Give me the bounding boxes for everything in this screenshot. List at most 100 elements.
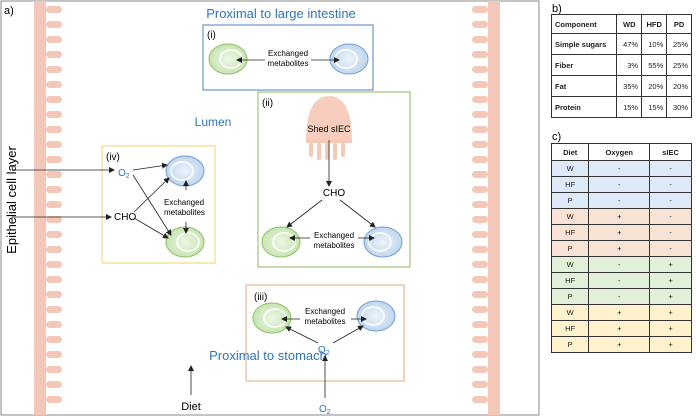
wall-band <box>488 1 500 415</box>
box-ii-shed-label: Shed sIEC <box>307 124 351 134</box>
villus <box>46 81 62 88</box>
table-cell: 25% <box>666 33 692 55</box>
table-cell: 55% <box>641 54 668 76</box>
table-cell: P <box>550 336 590 353</box>
box-ii-label: (ii) <box>262 98 273 109</box>
table-cell: + <box>588 224 651 241</box>
villus <box>46 21 62 28</box>
villus <box>472 111 488 118</box>
villus <box>46 66 62 73</box>
table-row: W++ <box>550 304 692 321</box>
table-row: W-+ <box>550 256 692 273</box>
table-header: Component <box>550 14 618 34</box>
villus <box>46 246 62 253</box>
table-cell: - <box>649 240 692 257</box>
villus <box>46 366 62 373</box>
table-cell: 15% <box>641 96 668 118</box>
table-cell: Fat <box>550 75 618 97</box>
villus <box>46 201 62 208</box>
villus <box>472 66 488 73</box>
box-ii <box>257 91 411 268</box>
bottom-location-label: Proximal to stomach <box>209 348 327 363</box>
villus <box>472 6 488 13</box>
table-cell: 25% <box>666 54 692 76</box>
wall-band <box>34 1 46 415</box>
table-row: HF-- <box>550 176 692 193</box>
villus <box>472 261 488 268</box>
box-iii-o2-label: O2 <box>318 345 330 357</box>
table-cell: Fiber <box>550 54 618 76</box>
villus <box>472 36 488 43</box>
villus <box>472 51 488 58</box>
villus <box>472 321 488 328</box>
villus <box>472 216 488 223</box>
table-cell: W <box>550 160 590 177</box>
table-header: sIEC <box>649 143 692 161</box>
table-cell: - <box>649 160 692 177</box>
table-cell: - <box>588 272 651 289</box>
table-cell: - <box>649 224 692 241</box>
table-row: W+- <box>550 208 692 225</box>
table-cell: + <box>649 272 692 289</box>
panel-a-frame <box>0 0 540 416</box>
right-epithelial-wall <box>472 1 500 415</box>
box-ii-text-1: Exchanged <box>314 231 354 240</box>
table-header: Oxygen <box>588 143 651 161</box>
table-row: W-- <box>550 160 692 177</box>
table-row: P-- <box>550 192 692 209</box>
villus <box>46 396 62 403</box>
villus <box>46 6 62 13</box>
table-cell: - <box>649 208 692 225</box>
table-row: P+- <box>550 240 692 257</box>
table-cell: P <box>550 192 590 209</box>
table-header: Diet <box>550 143 590 161</box>
table-cell: 10% <box>641 33 668 55</box>
box-ii-cho-label: CHO <box>323 188 345 199</box>
table-cell: 3% <box>616 54 643 76</box>
table-row: P-+ <box>550 288 692 305</box>
table-cell: + <box>649 320 692 337</box>
villus <box>46 231 62 238</box>
villus <box>46 186 62 193</box>
diet-label: Diet <box>181 401 201 413</box>
table-cell: HF <box>550 320 590 337</box>
box-iii-label: (iii) <box>254 292 267 303</box>
villus <box>46 306 62 313</box>
villus <box>46 171 62 178</box>
table-cell: + <box>588 304 651 321</box>
table-cell: + <box>649 336 692 353</box>
panel-c-label: c) <box>552 131 561 143</box>
villus <box>472 126 488 133</box>
box-i-label: (i) <box>207 30 216 41</box>
table-cell: + <box>588 208 651 225</box>
panel-a-label: a) <box>4 5 14 17</box>
table-cell: + <box>649 304 692 321</box>
epithelial-layer-label: Epithelial cell layer <box>4 146 19 254</box>
lumen-label: Lumen <box>195 115 232 129</box>
villus <box>472 381 488 388</box>
villus <box>472 201 488 208</box>
villus <box>472 306 488 313</box>
box-iv-text-2: metabolites <box>164 208 205 217</box>
table-cell: P <box>550 288 590 305</box>
table-cell: + <box>649 256 692 273</box>
bottom-o2-label: O2 <box>319 404 331 416</box>
box-iv-o2-label: O2 <box>118 168 130 180</box>
villus <box>46 276 62 283</box>
table-row: HF++ <box>550 320 692 337</box>
table-row: HF-+ <box>550 272 692 289</box>
villus <box>472 396 488 403</box>
villus <box>472 351 488 358</box>
villus <box>46 321 62 328</box>
villus <box>46 36 62 43</box>
table-cell: - <box>588 176 651 193</box>
table-header: WD <box>616 14 643 34</box>
table-cell: Protein <box>550 96 618 118</box>
villus <box>46 51 62 58</box>
